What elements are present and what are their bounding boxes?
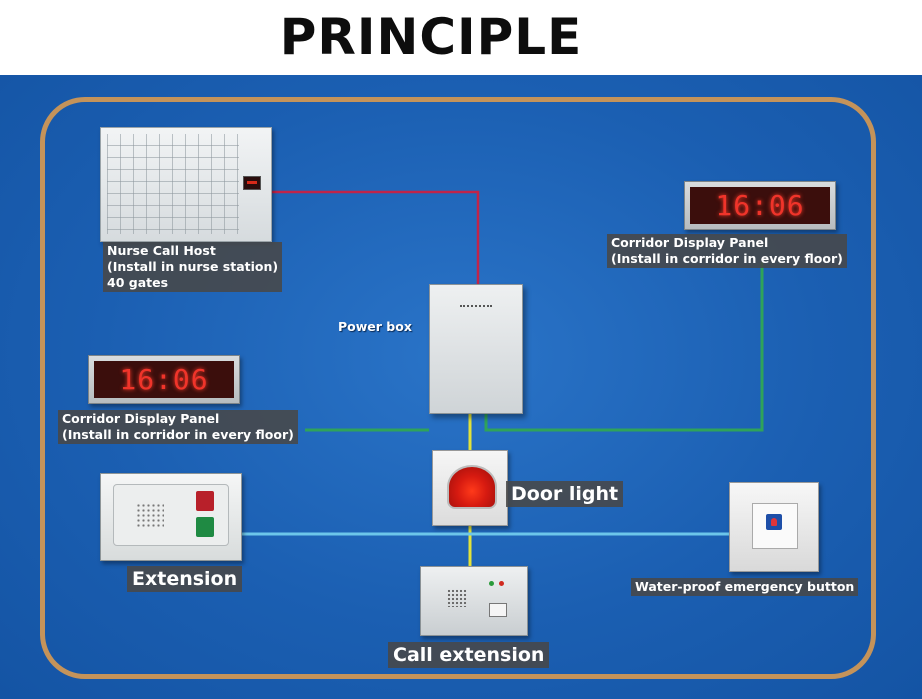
emergency-button-label: Water-proof emergency button (631, 578, 859, 596)
nurse-call-host-icon (100, 127, 272, 242)
call-extension-label: Call extension (388, 642, 550, 668)
emergency-button-icon (729, 482, 819, 572)
door-light-icon (432, 450, 508, 526)
extension-label: Extension (127, 566, 243, 592)
led-display-icon: 16:06 (88, 355, 240, 404)
system-frame (40, 97, 876, 679)
speaker-grille-icon (136, 503, 164, 529)
extension-faceplate (113, 484, 229, 546)
reset-button-green (196, 517, 214, 537)
wire-host-to-powerbox (270, 190, 480, 284)
left-display-time: 16:06 (94, 361, 234, 398)
host-label-line-1: Nurse Call Host (107, 243, 216, 258)
right-display-label-line-1: Corridor Display Panel (611, 235, 769, 250)
emergency-button-plate (752, 503, 798, 549)
door-light-lamp (447, 465, 497, 509)
nurse-call-host-label: Nurse Call Host (Install in nurse statio… (103, 242, 283, 292)
call-extension-icon (420, 566, 528, 636)
host-button-grid (107, 134, 239, 234)
emergency-push-button (766, 514, 782, 530)
right-display-time: 16:06 (690, 187, 830, 224)
wire-right-display (484, 262, 764, 432)
call-extension-button (489, 603, 507, 617)
host-label-line-3: 40 gates (107, 275, 169, 290)
power-box-icon (429, 284, 523, 414)
status-led-green (489, 581, 494, 586)
host-label-line-2: (Install in nurse station) (107, 259, 279, 274)
left-display-label-line-2: (Install in corridor in every floor) (62, 427, 294, 442)
page-title: PRINCIPLE (279, 8, 583, 66)
led-display-icon: 16:06 (684, 181, 836, 230)
host-display (243, 176, 261, 190)
power-box-label: Power box (338, 319, 412, 334)
extension-unit-icon (100, 473, 242, 561)
corridor-display-left-label: Corridor Display Panel (Install in corri… (58, 410, 298, 444)
status-led-red (499, 581, 504, 586)
call-button-red (196, 491, 214, 511)
power-box-marking (460, 305, 492, 313)
left-display-label-line-1: Corridor Display Panel (62, 411, 220, 426)
door-light-label: Door light (506, 481, 624, 507)
corridor-display-right-label: Corridor Display Panel (Install in corri… (607, 234, 847, 268)
speaker-grille-icon (447, 589, 467, 607)
right-display-label-line-2: (Install in corridor in every floor) (611, 251, 843, 266)
